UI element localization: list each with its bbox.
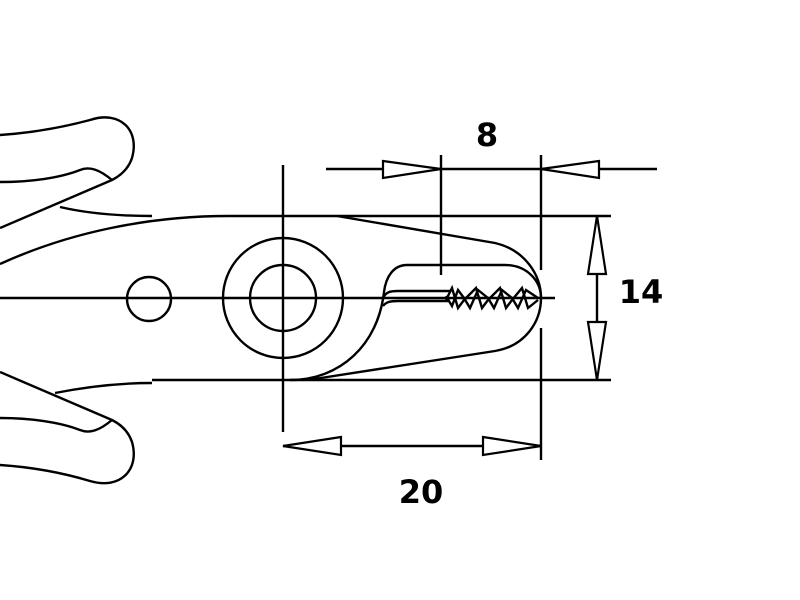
jaw-body-top bbox=[0, 214, 337, 266]
upper-handle bbox=[0, 116, 153, 230]
dimension-label-8: 8 bbox=[476, 116, 498, 154]
jaw-slot bbox=[381, 289, 450, 307]
lower-handle bbox=[0, 370, 153, 485]
dimension-label-14: 14 bbox=[619, 273, 664, 311]
pivot-arc bbox=[289, 263, 543, 382]
dimension-label-20: 20 bbox=[399, 473, 444, 511]
dimension-14: 14 bbox=[586, 215, 664, 381]
dimension-20: 20 bbox=[282, 435, 542, 511]
dimension-8: 8 bbox=[326, 116, 657, 180]
